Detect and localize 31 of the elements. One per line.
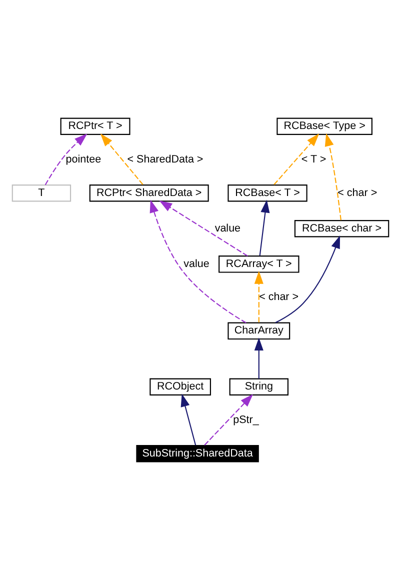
edge-label: value [184, 258, 210, 270]
arrow [204, 394, 254, 446]
arrow [254, 270, 264, 322]
arrow [159, 200, 248, 256]
arrow [254, 338, 264, 379]
node-box: RCBase< char > [294, 220, 390, 238]
edge-label: pointee [66, 153, 102, 166]
arrow [324, 133, 342, 220]
arrow [180, 394, 196, 446]
edge-label: < SharedData > [127, 153, 204, 166]
arrow [274, 134, 320, 185]
edge-label: pStr_ [233, 414, 259, 426]
edge-label: < char > [338, 186, 378, 199]
node-box: SubString::SharedData [136, 445, 259, 462]
edge-label: < char > [259, 291, 299, 304]
arrow [275, 235, 340, 324]
node-box: CharArray [228, 322, 290, 340]
node-box: RCObject [150, 378, 211, 396]
node-box: RCPtr< T > [60, 118, 130, 135]
arrow [44, 134, 88, 186]
node-box: RCArray< T > [218, 256, 300, 273]
node-box: RCPtr< SharedData > [89, 184, 209, 202]
arrow [100, 134, 144, 185]
node-box: RCBase< Type > [276, 118, 372, 135]
node-box: RCBase< T > [228, 184, 308, 202]
edge-label: < T > [301, 153, 326, 166]
arrow [259, 200, 270, 256]
node-box: T [12, 184, 72, 202]
edge-label: value [214, 222, 241, 234]
node-box: String [229, 378, 288, 396]
arrow [150, 200, 246, 324]
